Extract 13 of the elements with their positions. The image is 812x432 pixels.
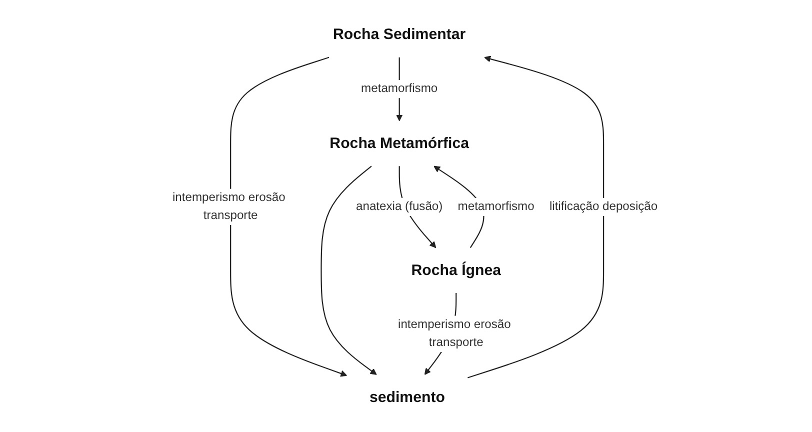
edge-label: anatexia (fusão)	[356, 200, 442, 213]
node-text: Rocha Metamórfica	[329, 135, 469, 152]
edge-label: metamorfismo	[457, 200, 534, 213]
edge-label: intemperismo erosão transporte	[172, 191, 285, 222]
node-text: sedimento	[369, 388, 445, 406]
node-text: Rocha Sedimentar	[332, 26, 466, 44]
arrow	[230, 56, 347, 377]
edge-label: litificação deposição	[549, 200, 658, 213]
edge-label: intemperismo erosão transporte	[398, 318, 511, 349]
arrow	[320, 166, 376, 375]
node-text: Rocha Ígnea	[410, 262, 501, 279]
arrow	[467, 56, 604, 378]
edge-label: metamorfismo	[360, 82, 438, 96]
